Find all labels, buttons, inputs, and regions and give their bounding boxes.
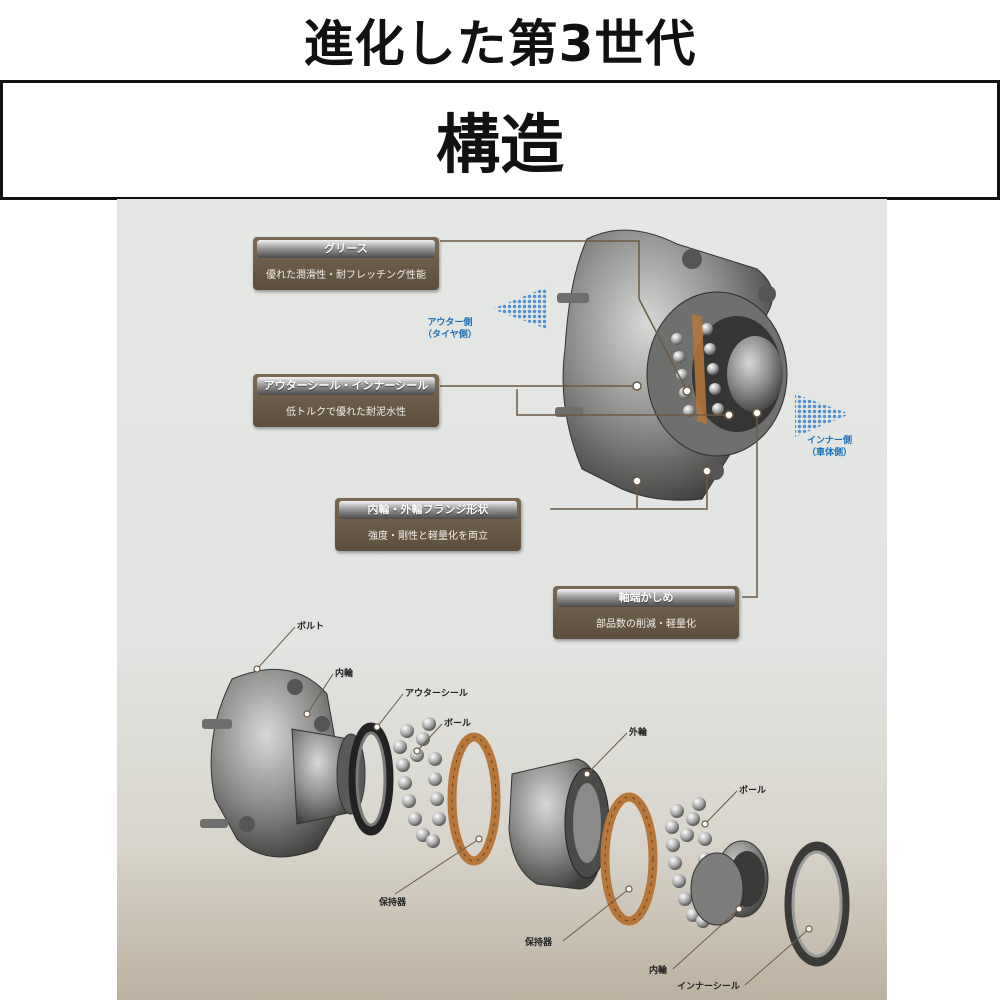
- callout-flange: 内輪・外輪フランジ形状 強度・剛性と軽量化を両立: [335, 498, 521, 551]
- part-label-outer-ring: 外輪: [629, 728, 648, 738]
- section-title: 構造: [0, 80, 1000, 200]
- callout-flange-desc: 強度・剛性と軽量化を両立: [368, 531, 488, 542]
- inner-side-label: インナー側 （車体側）: [807, 435, 852, 459]
- outer-side-line2: （タイヤ側）: [423, 330, 477, 340]
- part-label-ball-1: ボール: [444, 719, 472, 729]
- callout-grease-title: グリース: [257, 240, 435, 258]
- callout-flange-title: 内輪・外輪フランジ形状: [339, 501, 517, 519]
- callout-grease: グリース 優れた潤滑性・耐フレッチング性能: [253, 237, 439, 290]
- assembled-hub-unit: [555, 229, 788, 501]
- outer-side-line1: アウター側: [427, 318, 473, 328]
- leader-lines-top: [440, 240, 758, 598]
- inner-side-arrow: [795, 394, 850, 437]
- part-label-bolt: ボルト: [297, 622, 325, 632]
- inner-side-line1: インナー側: [807, 436, 853, 446]
- headline: 進化した第3世代: [303, 15, 697, 73]
- balls-outer: [393, 717, 446, 848]
- part-label-cage-1: 保持器: [379, 898, 407, 908]
- callout-caulking: 軸端かしめ 部品数の削減・軽量化: [553, 586, 739, 639]
- part-label-inner-ring: 内輪: [649, 966, 668, 976]
- callout-grease-desc: 優れた潤滑性・耐フレッチング性能: [266, 270, 426, 281]
- leader-lines-bottom: [256, 626, 810, 986]
- callout-caulking-desc: 部品数の削減・軽量化: [596, 619, 696, 630]
- callout-caulking-title: 軸端かしめ: [557, 589, 735, 607]
- outer-side-arrow: [492, 287, 547, 329]
- outer-side-label: アウター側 （タイヤ側）: [423, 317, 477, 341]
- callout-seal: アウターシール・インナーシール 低トルクで優れた耐泥水性: [253, 374, 439, 427]
- part-label-outer-seal: アウターシール: [405, 689, 468, 699]
- structure-diagram: グリース 優れた潤滑性・耐フレッチング性能 アウターシール・インナーシール 低ト…: [117, 199, 887, 1000]
- part-label-inner-ring-hub: 内輪: [335, 669, 354, 679]
- inner-side-line2: （車体側）: [807, 448, 853, 458]
- part-label-inner-seal: インナーシール: [677, 982, 740, 992]
- callout-seal-desc: 低トルクで優れた耐泥水性: [286, 407, 406, 418]
- exploded-view: [200, 668, 850, 967]
- part-label-cage-2: 保持器: [525, 938, 553, 948]
- part-label-ball-2: ボール: [739, 786, 767, 796]
- diagram-illustration: [200, 229, 850, 986]
- callout-seal-title: アウターシール・インナーシール: [257, 377, 435, 395]
